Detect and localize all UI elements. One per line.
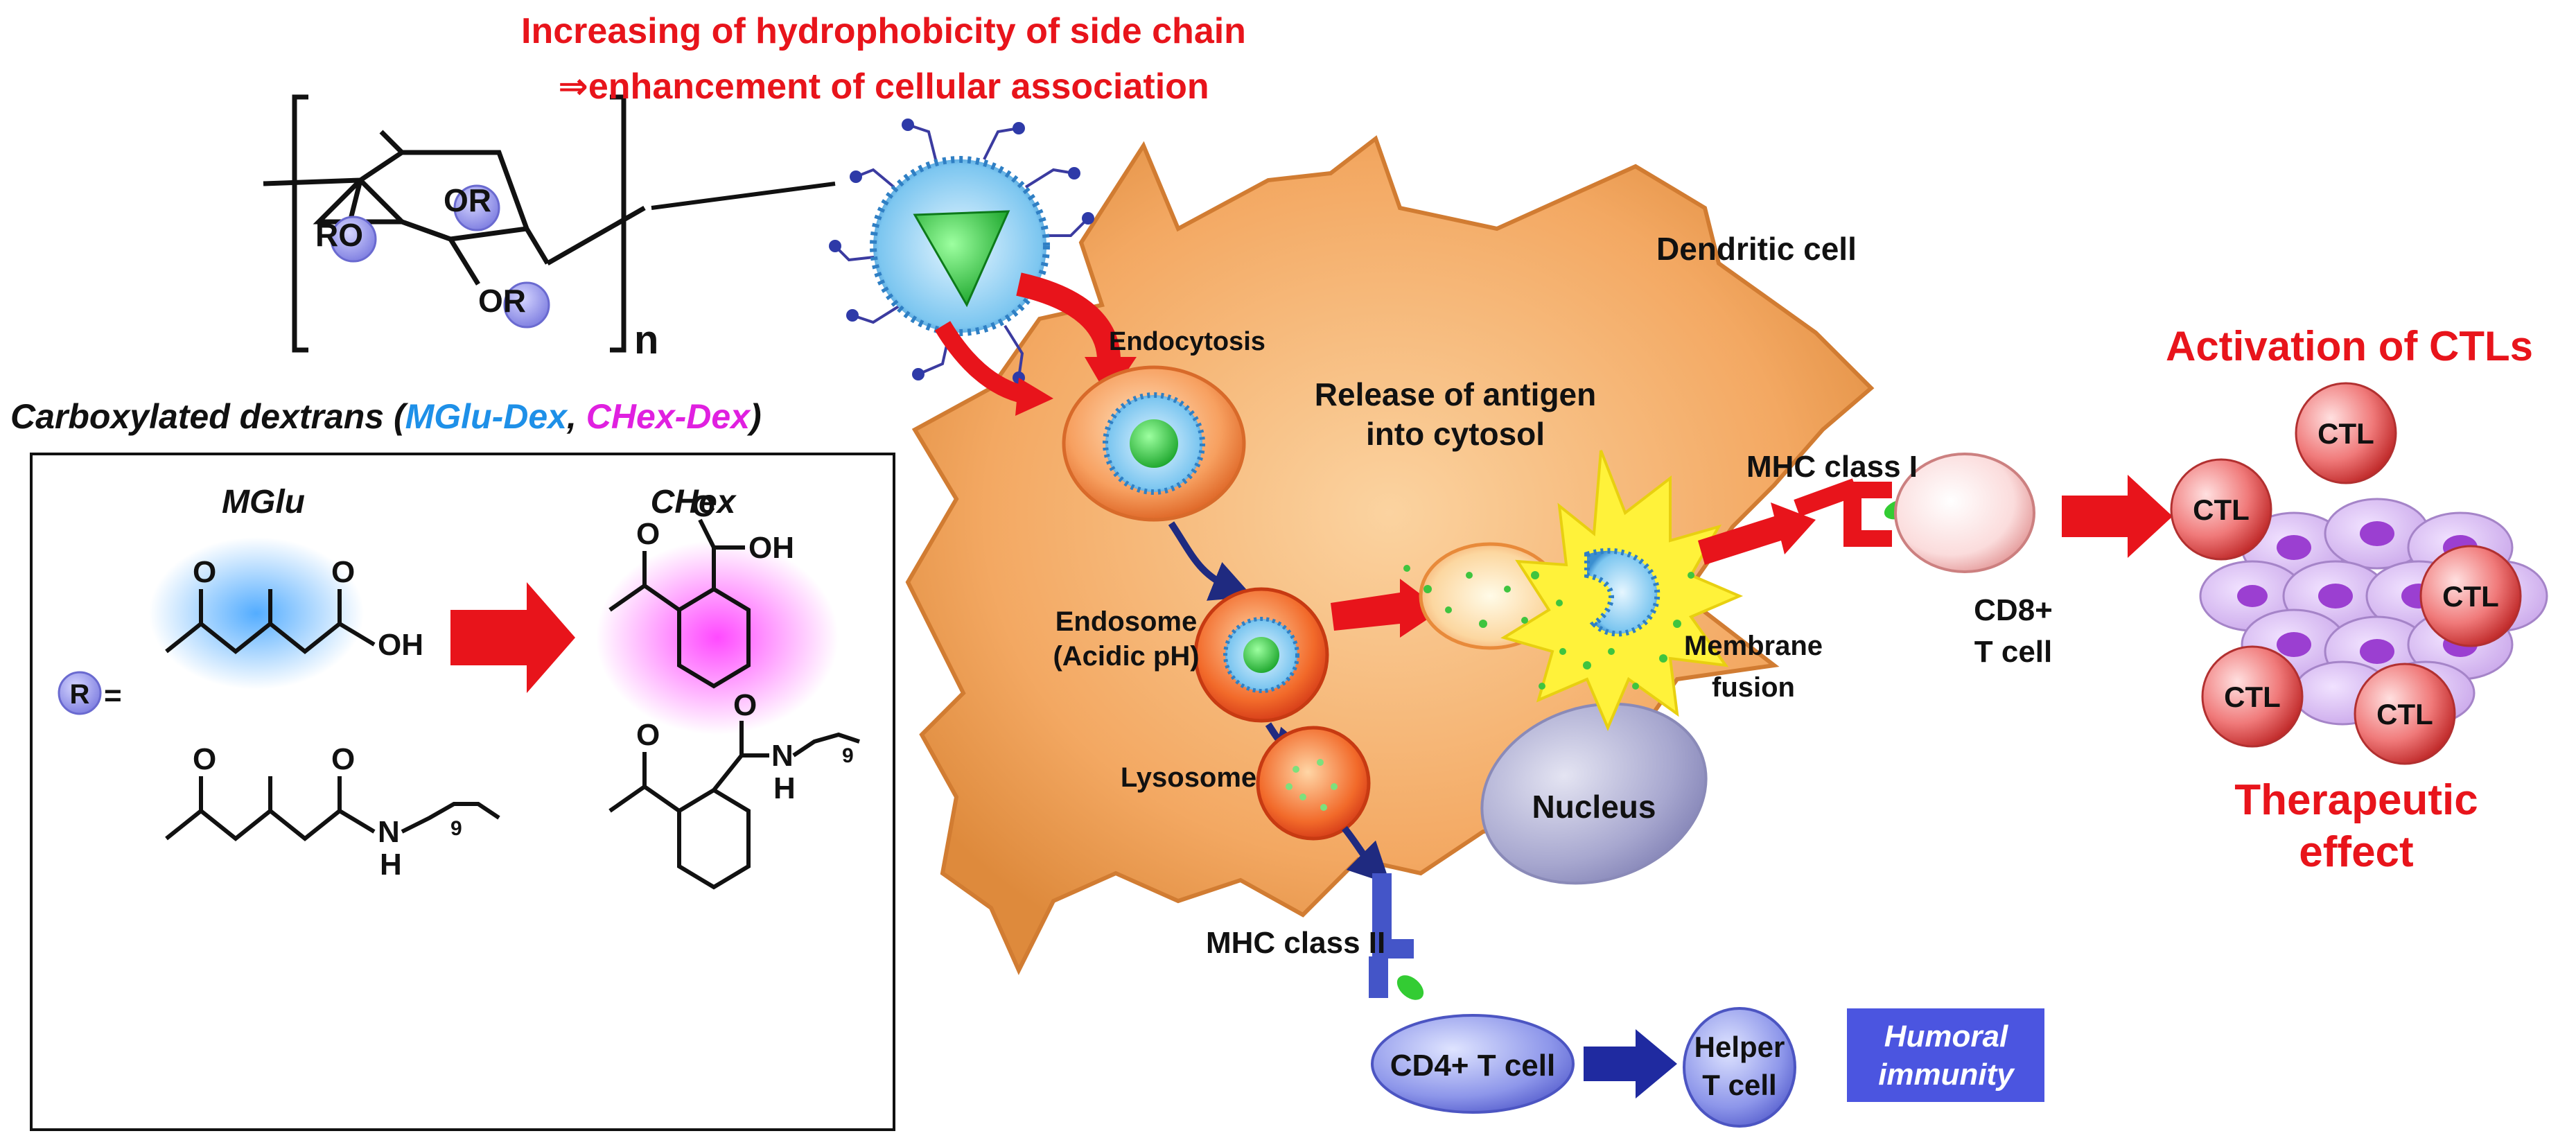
label-cd4: CD4+ T cell [1390,1049,1555,1083]
chex-amide-structure [608,721,860,890]
ctl-label-2: CTL [2193,493,2250,526]
humoral-immunity-box [1847,1008,2044,1102]
chex-oh: OH [748,531,794,565]
endocytosis-vesicle [1062,365,1246,522]
mglu-oh: OH [378,628,423,662]
uptake-arrow [1016,272,1121,361]
header-line-2: ⇒enhancement of cellular association [558,67,1209,107]
r-badge [58,671,102,715]
chex-chain-9: 9 [842,744,854,767]
header-line-1: Increasing of hydrophobicity of side cha… [521,11,1246,51]
mglu-structure [165,589,376,654]
label-membrane-2: fusion [1712,672,1795,703]
label-cd8-2: T cell [1974,635,2053,669]
label-release-1: Release of antigen [1315,376,1596,412]
polymer-ro-left: RO [315,217,363,253]
arrow-to-fusion [1331,579,1442,638]
label-helper-2: T cell [1702,1069,1776,1101]
label-humoral-2: immunity [1878,1058,2015,1092]
arrow-to-ctls [2062,475,2173,558]
label-nucleus: Nucleus [1532,789,1656,825]
label-endocytosis: Endocytosis [1109,327,1265,356]
label-endosome-2: (Acidic pH) [1053,641,1199,672]
label-release-2: into cytosol [1366,416,1545,452]
r-group-box [30,453,895,1131]
label-humoral-1: Humoral [1884,1019,2008,1053]
dextran-caption: Carboxylated dextrans (MGlu-Dex, CHex-De… [10,397,762,436]
mglu-amide-structure [165,776,500,841]
arrow-to-mhc1 [1698,502,1816,565]
r-badge-label: R [70,679,90,710]
chex-amide-h: H [773,771,796,805]
mglu-chain-9: 9 [450,817,462,840]
label-dendritic-cell: Dendritic cell [1656,231,1857,267]
chex-title: CHex [651,484,737,520]
arrow-to-helper [1584,1029,1677,1098]
label-cd8-1: CD8+ [1974,593,2053,627]
chex-structure [608,518,751,689]
ctl-cells [2170,382,2522,765]
therapeutic-1: Therapeutic [2234,776,2478,824]
dextran-structure [263,94,836,353]
r-group-badges [330,184,550,329]
released-antigen-particles [1403,565,1694,690]
mglu-amide-h: H [380,848,402,882]
label-mhc-class-ii: MHC class II [1206,926,1385,960]
chex-amide-o-keto: O [636,718,660,752]
ctl-title: Activation of CTLs [2166,323,2533,369]
mglu-amide-o: O [331,742,355,776]
polymer-or-top: OR [444,182,491,218]
ctl-label-5: CTL [2376,698,2433,730]
ctl-label-4: CTL [2224,681,2281,713]
mhc-class-ii-receptor [1369,873,1424,1000]
label-membrane-1: Membrane [1684,631,1823,661]
nucleus [1480,702,1708,885]
cd4-t-cell [1371,1014,1575,1114]
chex-amide-o: O [733,688,757,722]
chex-amide-n: N [771,739,794,773]
antigen-core [913,210,1010,308]
label-mhc-class-i: MHC class I [1746,450,1918,484]
polymer-subscript-n: n [634,317,658,362]
mglu-to-chex-arrow [450,582,575,693]
mglu-amide-o-keto: O [193,742,216,776]
ctl-label-1: CTL [2317,417,2374,450]
arrow-to-mhc2 [1342,825,1391,885]
arrow-to-endosome [1168,521,1253,601]
endosome [1193,587,1329,723]
r-equals: = [104,679,122,712]
label-lysosome: Lysosome [1121,762,1256,793]
helper-t-cell [1683,1007,1796,1128]
mglu-o-keto: O [193,555,216,589]
label-endosome-1: Endosome [1055,606,1197,637]
mglu-amide-n: N [378,815,400,849]
chex-o-keto: O [636,517,660,551]
ctl-label-3: CTL [2442,580,2499,613]
cd8-t-cell [1894,453,2035,573]
mglu-highlight-glow [149,537,364,690]
mglu-o-acid: O [331,555,355,589]
lysosome [1256,726,1371,841]
chex-o-acid: O [692,489,715,523]
therapeutic-2: effect [2299,828,2413,876]
mglu-title: MGlu [222,484,305,520]
polymer-or-bottom: OR [478,283,526,319]
chex-highlight-glow [596,541,839,735]
label-helper-1: Helper [1694,1031,1785,1063]
dendritic-cell-body [905,135,1875,976]
